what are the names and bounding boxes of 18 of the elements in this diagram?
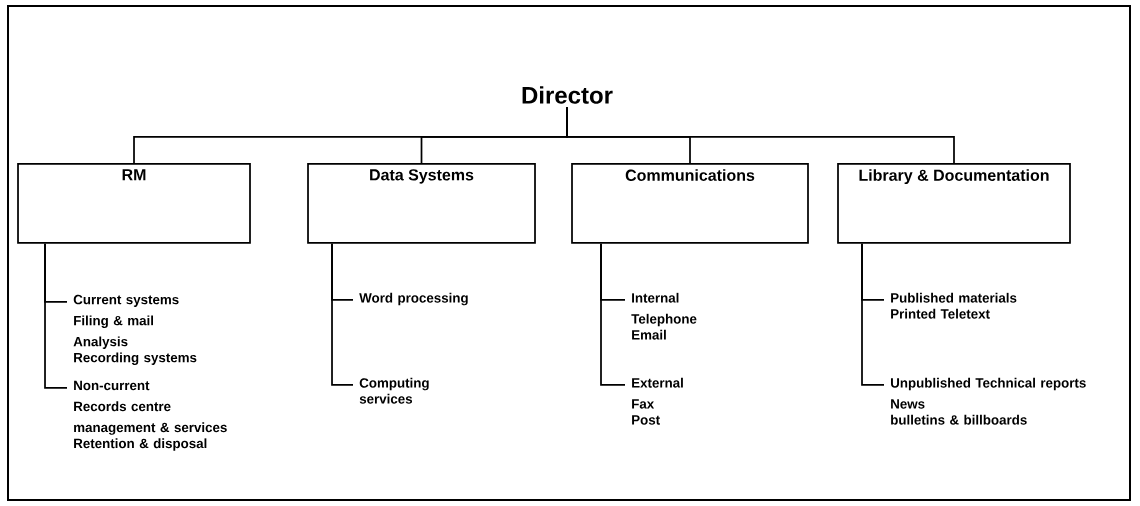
connector-line <box>566 106 955 164</box>
item-list: Non-current Records centre management & services Retention & disposal <box>74 380 227 451</box>
item-list: External Fax Post <box>632 377 683 425</box>
department-box: RM <box>17 163 251 244</box>
item-list: Internal Telephone Email <box>631 292 697 340</box>
connector-line <box>331 242 354 386</box>
connector-line <box>44 242 68 389</box>
department-box: Communications <box>571 163 809 244</box>
connector-line <box>600 242 626 386</box>
department-box: Data Systems <box>307 163 536 244</box>
item-list: Unpublished Technical reports News bulletins & billboards <box>891 377 1086 425</box>
item-list: Word processing <box>359 292 468 306</box>
connector-line <box>861 242 885 386</box>
item-list: Computing services <box>359 377 429 404</box>
item-list: Current systems Filing & mail Analysis Recording systems <box>73 294 197 365</box>
item-list: Published materials Printed Teletext <box>891 292 1017 319</box>
director-label: Director <box>522 86 613 104</box>
department-box: Library & Documentation <box>837 163 1071 244</box>
